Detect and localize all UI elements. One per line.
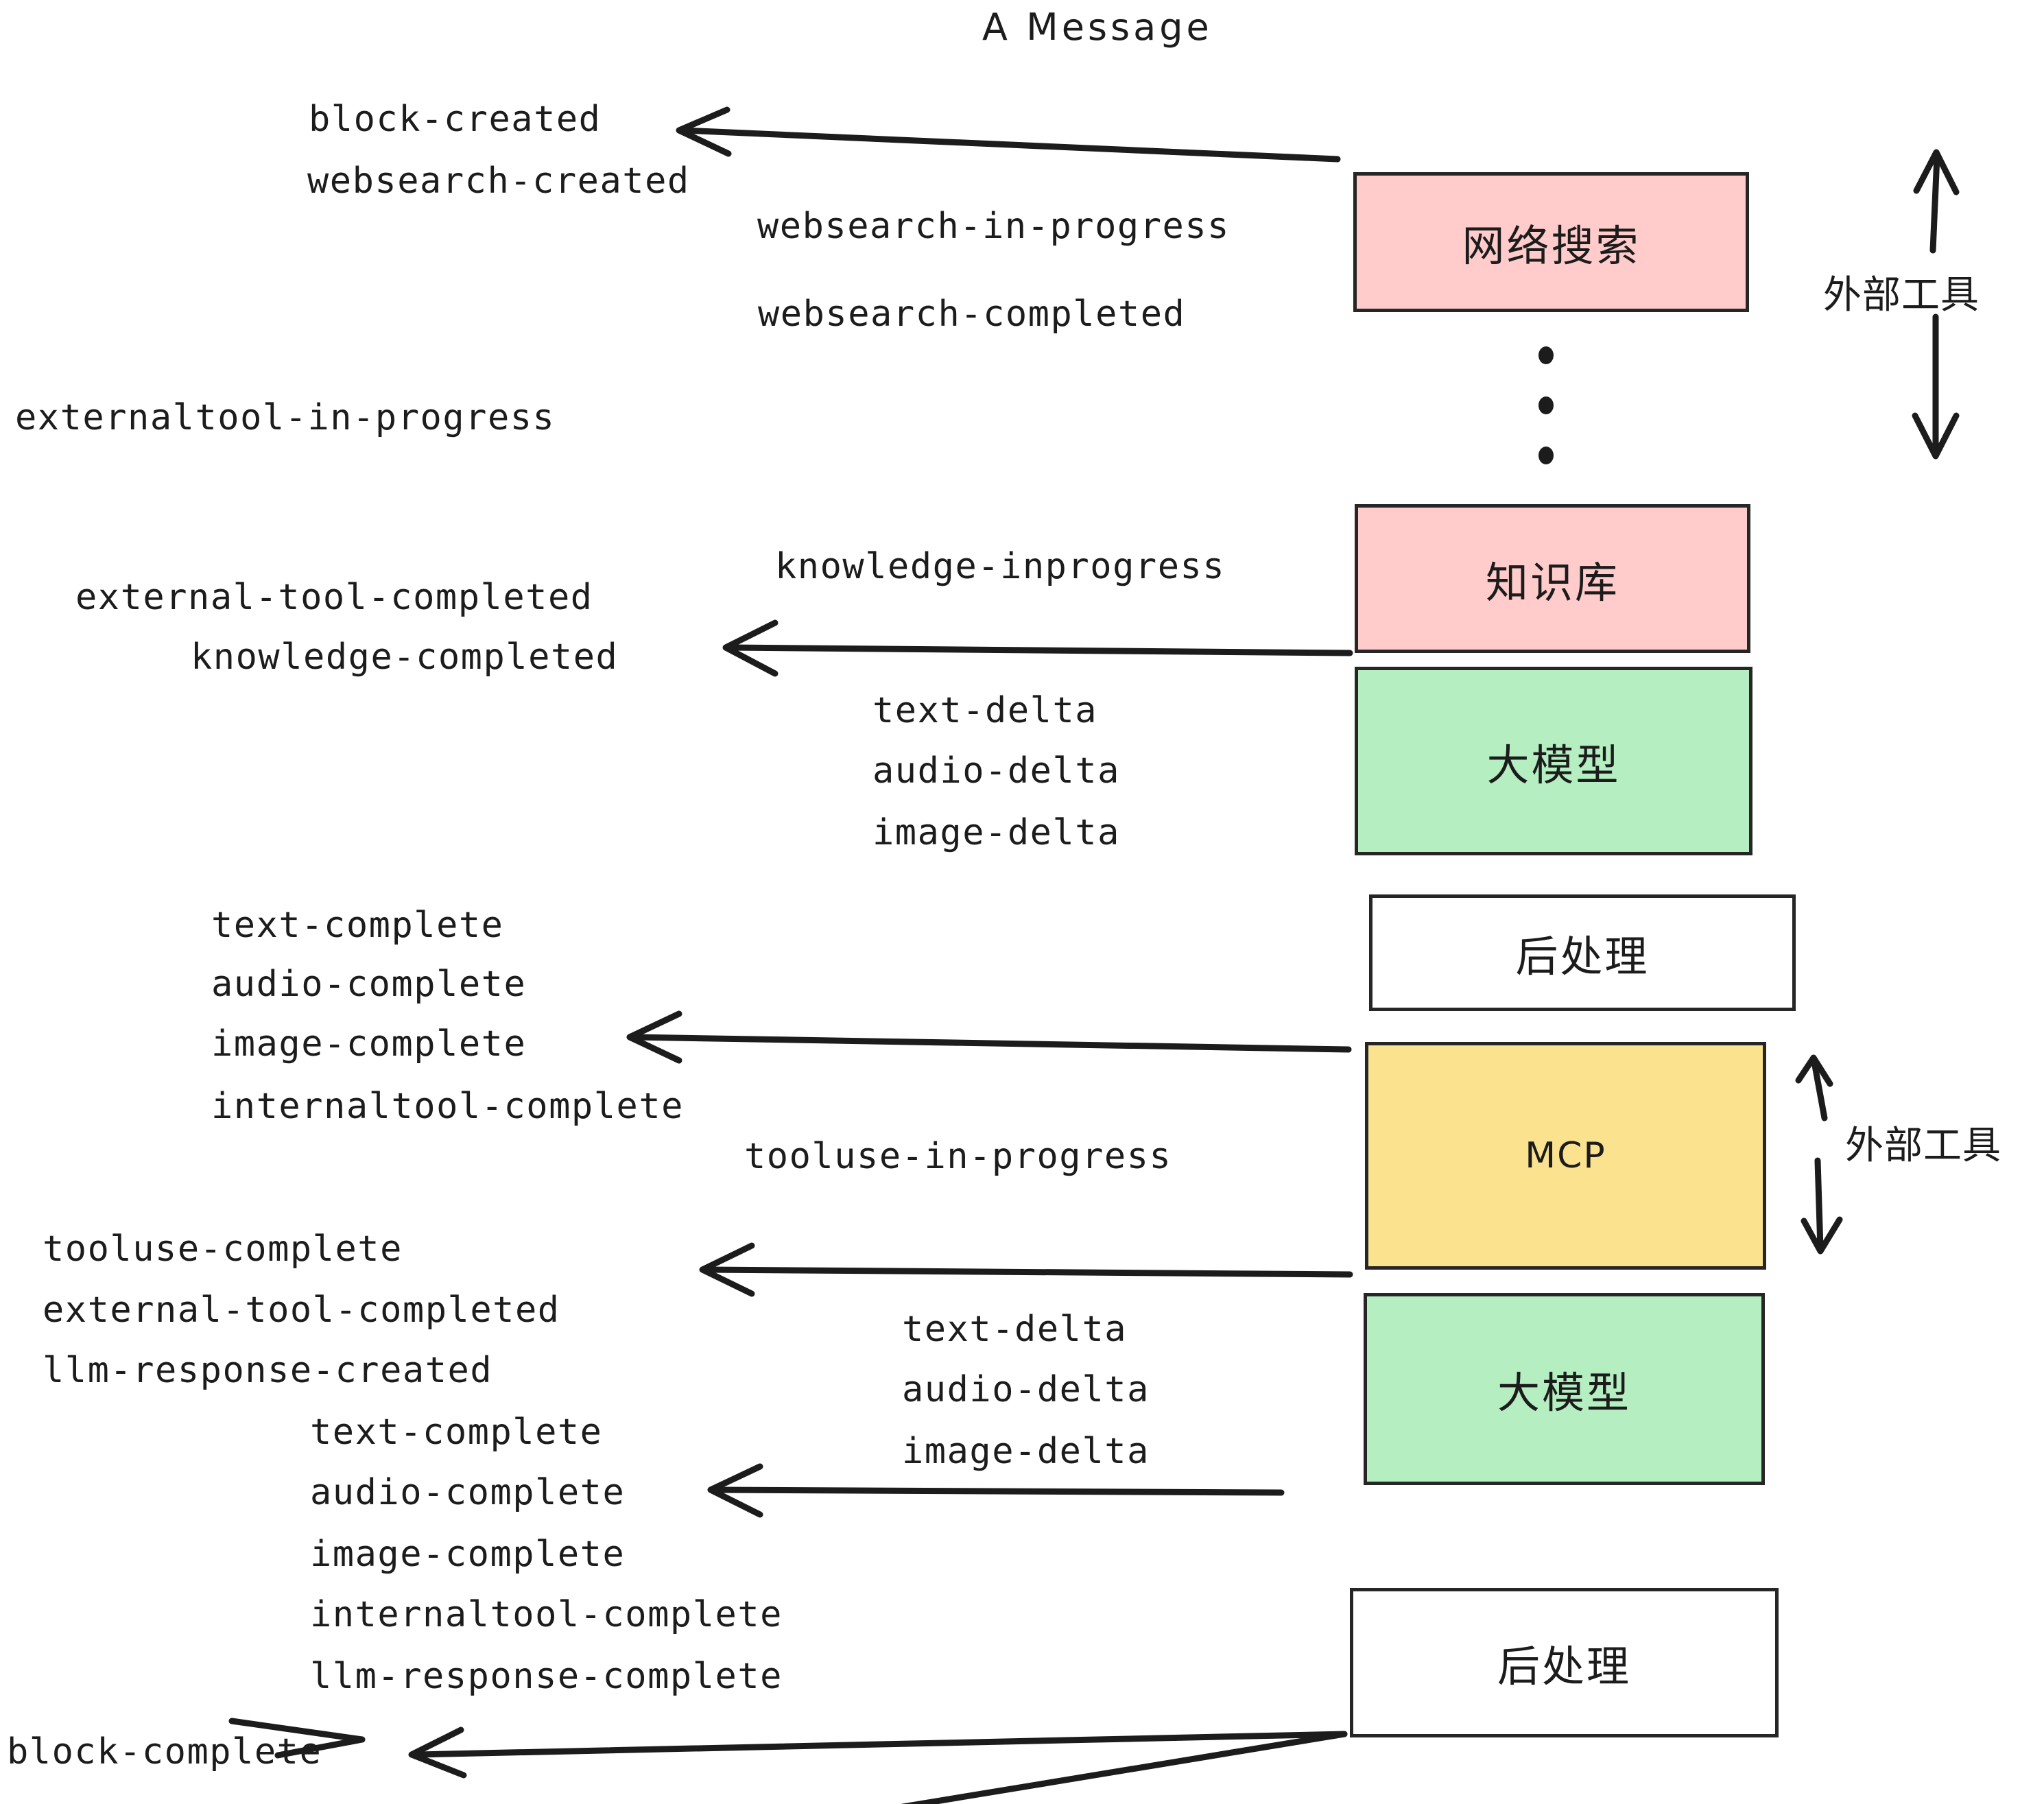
page-title: A Message [982,5,1213,49]
event-websearch-in-progress: websearch-in-progress [757,206,1230,247]
event-external-tool-completed-2: external-tool-completed [43,1290,560,1331]
node-postprocess-top-label: 后处理 [1515,931,1650,982]
event-image-delta-2: image-delta [902,1431,1150,1472]
side-label-external-tools-top: 外部工具 [1823,273,1980,318]
node-websearch-label: 网络搜索 [1462,221,1641,271]
event-audio-delta-1: audio-delta [872,750,1120,792]
event-text-complete-1: text-complete [211,905,504,946]
event-image-complete-2: image-complete [310,1534,626,1575]
dot-1 [1538,346,1554,364]
event-audio-complete-1: audio-complete [211,964,527,1005]
arrow-knowledge-to-knowledge-completed [722,619,1353,677]
event-tooluse-complete: tooluse-complete [43,1229,403,1270]
event-llm-response-created: llm-response-created [43,1350,493,1391]
node-postprocess-top[interactable]: 后处理 [1369,894,1796,1011]
event-text-complete-2: text-complete [310,1412,603,1453]
event-knowledge-inprogress: knowledge-inprogress [775,546,1226,587]
event-externaltool-in-progress: externaltool-in-progress [15,397,556,438]
event-image-delta-1: image-delta [872,812,1120,853]
dot-3 [1538,447,1554,464]
ellipsis-dots [1538,346,1554,497]
arrow-websearch-to-block-created [676,106,1341,163]
event-block-complete: block-complete [7,1731,322,1772]
event-internaltool-complete-1: internaltool-complete [211,1086,684,1127]
event-text-delta-1: text-delta [872,690,1098,731]
node-mcp[interactable]: MCP [1365,1042,1766,1270]
node-llm-bottom-label: 大模型 [1497,1368,1631,1418]
node-websearch[interactable]: 网络搜索 [1353,172,1749,312]
node-postprocess-bottom[interactable]: 后处理 [1350,1588,1779,1737]
event-audio-delta-2: audio-delta [902,1369,1150,1410]
node-mcp-label: MCP [1525,1135,1606,1176]
event-llm-response-complete: llm-response-complete [310,1656,783,1697]
arrow-llm-to-image-complete [626,1010,1352,1064]
node-knowledge[interactable]: 知识库 [1355,504,1750,653]
dot-2 [1538,396,1554,414]
arrow-postprocess-to-block-complete [228,1718,1348,1804]
arrow-mcp-to-tooluse-complete [699,1242,1353,1297]
node-llm-top-label: 大模型 [1486,739,1621,790]
event-tooluse-in-progress: tooluse-in-progress [744,1136,1172,1177]
event-websearch-completed: websearch-completed [758,294,1186,335]
event-websearch-created: websearch-created [307,161,690,202]
node-llm-top[interactable]: 大模型 [1355,667,1752,855]
event-text-delta-2: text-delta [902,1309,1128,1350]
external-tools-top-arrows [1912,149,1960,460]
event-internaltool-complete-2: internaltool-complete [310,1594,783,1635]
arrow-llm-bottom-to-audio-complete [707,1463,1285,1518]
node-knowledge-label: 知识库 [1485,557,1619,608]
external-tools-bottom-arrows [1795,1054,1843,1255]
side-label-external-tools-bottom: 外部工具 [1845,1124,2001,1168]
node-postprocess-bottom-label: 后处理 [1497,1641,1631,1692]
event-external-tool-completed-1: external-tool-completed [75,577,593,618]
event-knowledge-completed: knowledge-completed [191,637,619,678]
event-image-complete-1: image-complete [211,1023,527,1065]
event-audio-complete-2: audio-complete [310,1472,626,1513]
node-llm-bottom[interactable]: 大模型 [1364,1293,1765,1485]
event-block-created: block-created [309,99,602,140]
